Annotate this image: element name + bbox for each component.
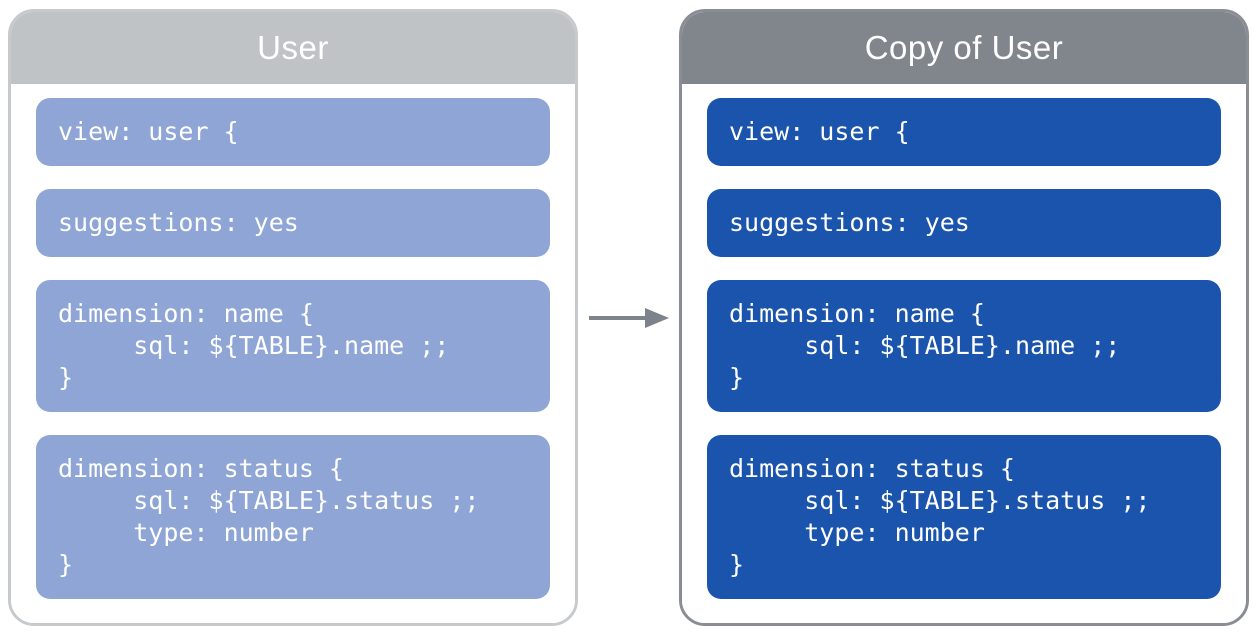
code-block: dimension: name { sql: ${TABLE}.name ;; … <box>36 280 550 412</box>
panel-copy-of-user-header: Copy of User <box>682 12 1246 84</box>
arrow-zone <box>578 9 679 626</box>
code-block: suggestions: yes <box>36 189 550 257</box>
code-block: dimension: name { sql: ${TABLE}.name ;; … <box>707 280 1221 412</box>
code-block: dimension: status { sql: ${TABLE}.status… <box>36 435 550 599</box>
panel-user: User view: user { suggestions: yes dimensi… <box>8 9 578 626</box>
code-block: view: user { <box>36 98 550 166</box>
code-block: suggestions: yes <box>707 189 1221 257</box>
panel-copy-of-user-title: Copy of User <box>864 29 1064 66</box>
panel-copy-of-user-body: view: user { suggestions: yes dimension: n… <box>682 84 1246 623</box>
panel-user-header: User <box>11 12 575 84</box>
panel-user-body: view: user { suggestions: yes dimension: n… <box>11 84 575 623</box>
panel-copy-of-user: Copy of User view: user { suggestions: ye… <box>679 9 1249 626</box>
panel-user-title: User <box>257 29 329 66</box>
code-block: dimension: status { sql: ${TABLE}.status… <box>707 435 1221 599</box>
copy-arrow-icon <box>588 307 669 328</box>
code-block: view: user { <box>707 98 1221 166</box>
